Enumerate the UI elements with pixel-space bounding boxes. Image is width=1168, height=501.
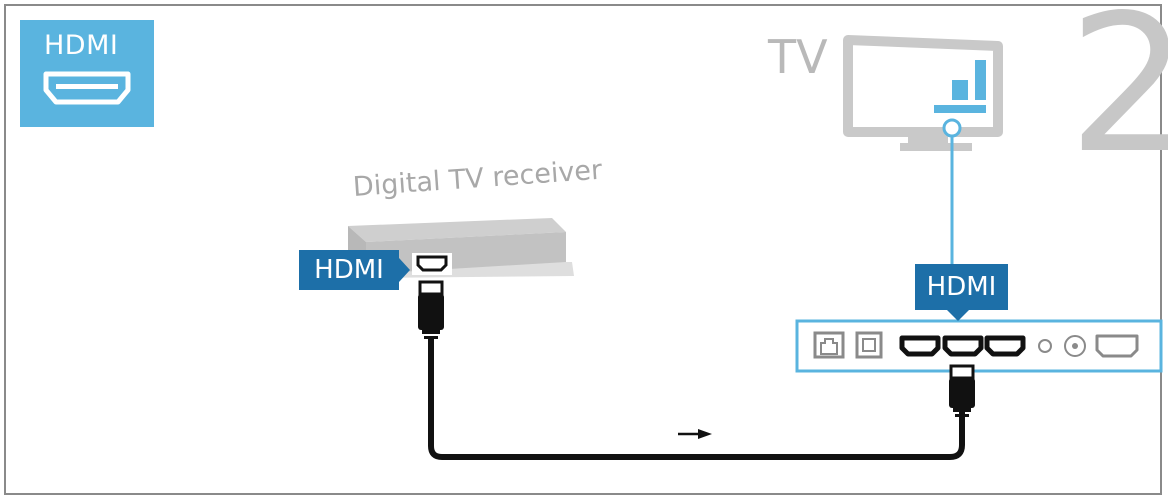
hdmi-badge: HDMI	[20, 20, 154, 127]
hdmi-cable	[418, 280, 975, 460]
tv-hdmi-tag: HDMI	[915, 264, 1008, 310]
step-number: 2	[1068, 0, 1168, 195]
tv-connector-panel	[795, 319, 1163, 373]
hdmi-port-3-icon	[984, 335, 1026, 357]
hdmi-port-2-icon	[942, 335, 984, 357]
right-arrow-icon	[678, 429, 712, 439]
receiver-hdmi-tag: HDMI	[299, 250, 399, 290]
hdmi-badge-label: HDMI	[44, 30, 119, 61]
audio-jack-icon	[1038, 339, 1052, 353]
receiver-hdmi-port-icon	[412, 253, 452, 275]
hdmi-port-icon	[43, 71, 131, 105]
ethernet-port-icon	[813, 331, 845, 359]
diagram-frame	[4, 4, 1162, 495]
scart-port-icon	[1095, 334, 1139, 358]
square-port-icon	[855, 331, 883, 359]
coax-port-icon	[1064, 335, 1086, 357]
tv-connector-dot	[942, 118, 962, 138]
tv-label: TV	[768, 30, 828, 84]
tv-icon	[843, 35, 1003, 151]
hdmi-port-1-icon	[899, 335, 941, 357]
